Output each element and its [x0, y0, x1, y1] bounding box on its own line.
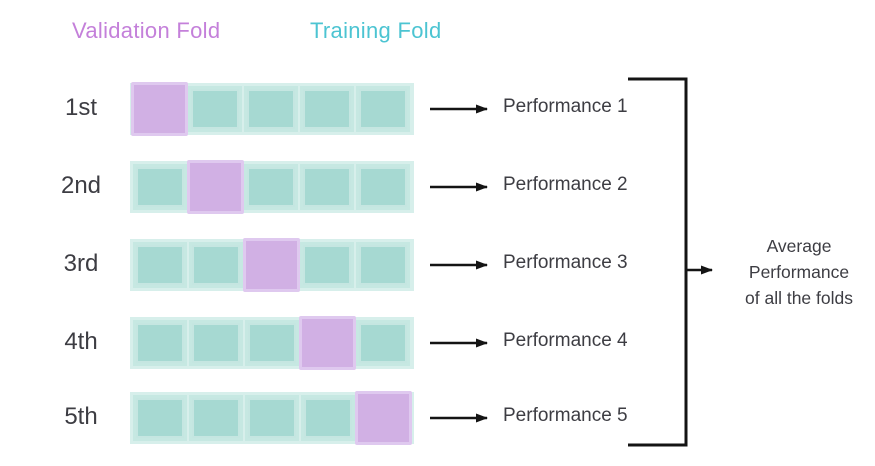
validation-fold-cell — [243, 238, 300, 292]
training-fold-cell — [133, 395, 187, 441]
training-fold-cell — [244, 86, 298, 132]
bracket — [628, 77, 688, 447]
performance-label: Performance 4 — [503, 330, 628, 351]
validation-fold-cell — [187, 160, 244, 214]
validation-fold-cell — [131, 82, 188, 136]
training-fold-cell — [244, 164, 298, 210]
validation-fold-cell — [299, 316, 356, 370]
training-fold-cell — [189, 395, 243, 441]
training-fold-cell — [300, 86, 354, 132]
training-fold-cell — [356, 320, 410, 366]
fold-row-label: 4th — [64, 328, 98, 355]
fold-row — [130, 391, 414, 445]
training-fold-cell — [133, 164, 187, 210]
training-fold-cell — [189, 320, 243, 366]
training-fold-cell — [300, 242, 354, 288]
training-fold-cell — [188, 86, 242, 132]
legend-training-label: Training Fold — [310, 18, 442, 43]
training-fold-cell — [133, 242, 187, 288]
fold-row — [130, 238, 414, 292]
training-fold-cell — [356, 86, 410, 132]
training-fold-cell — [245, 395, 299, 441]
training-fold-cell — [356, 164, 410, 210]
training-fold-cell — [301, 395, 355, 441]
average-line-1: Average — [766, 236, 832, 256]
performance-label: Performance 5 — [503, 405, 628, 426]
legend-validation-label: Validation Fold — [72, 18, 221, 43]
fold-row-label: 3rd — [63, 250, 99, 277]
fold-row — [130, 316, 414, 370]
average-line-3: of all the folds — [745, 288, 853, 308]
training-fold-cell — [133, 320, 187, 366]
fold-row — [130, 82, 414, 136]
training-fold-cell — [300, 164, 354, 210]
performance-label: Performance 3 — [503, 252, 628, 273]
training-fold-cell — [189, 242, 243, 288]
validation-fold-cell — [355, 391, 412, 445]
fold-row — [130, 160, 414, 214]
performance-label: Performance 2 — [503, 174, 628, 195]
fold-row-label: 2nd — [60, 172, 102, 199]
training-fold-cell — [356, 242, 410, 288]
average-performance-label: Average Performance of all the folds — [720, 233, 875, 311]
training-fold-cell — [245, 320, 299, 366]
average-line-2: Performance — [748, 262, 850, 282]
fold-row-label: 5th — [64, 403, 98, 430]
performance-label: Performance 1 — [503, 96, 628, 117]
fold-row-label: 1st — [64, 94, 97, 121]
